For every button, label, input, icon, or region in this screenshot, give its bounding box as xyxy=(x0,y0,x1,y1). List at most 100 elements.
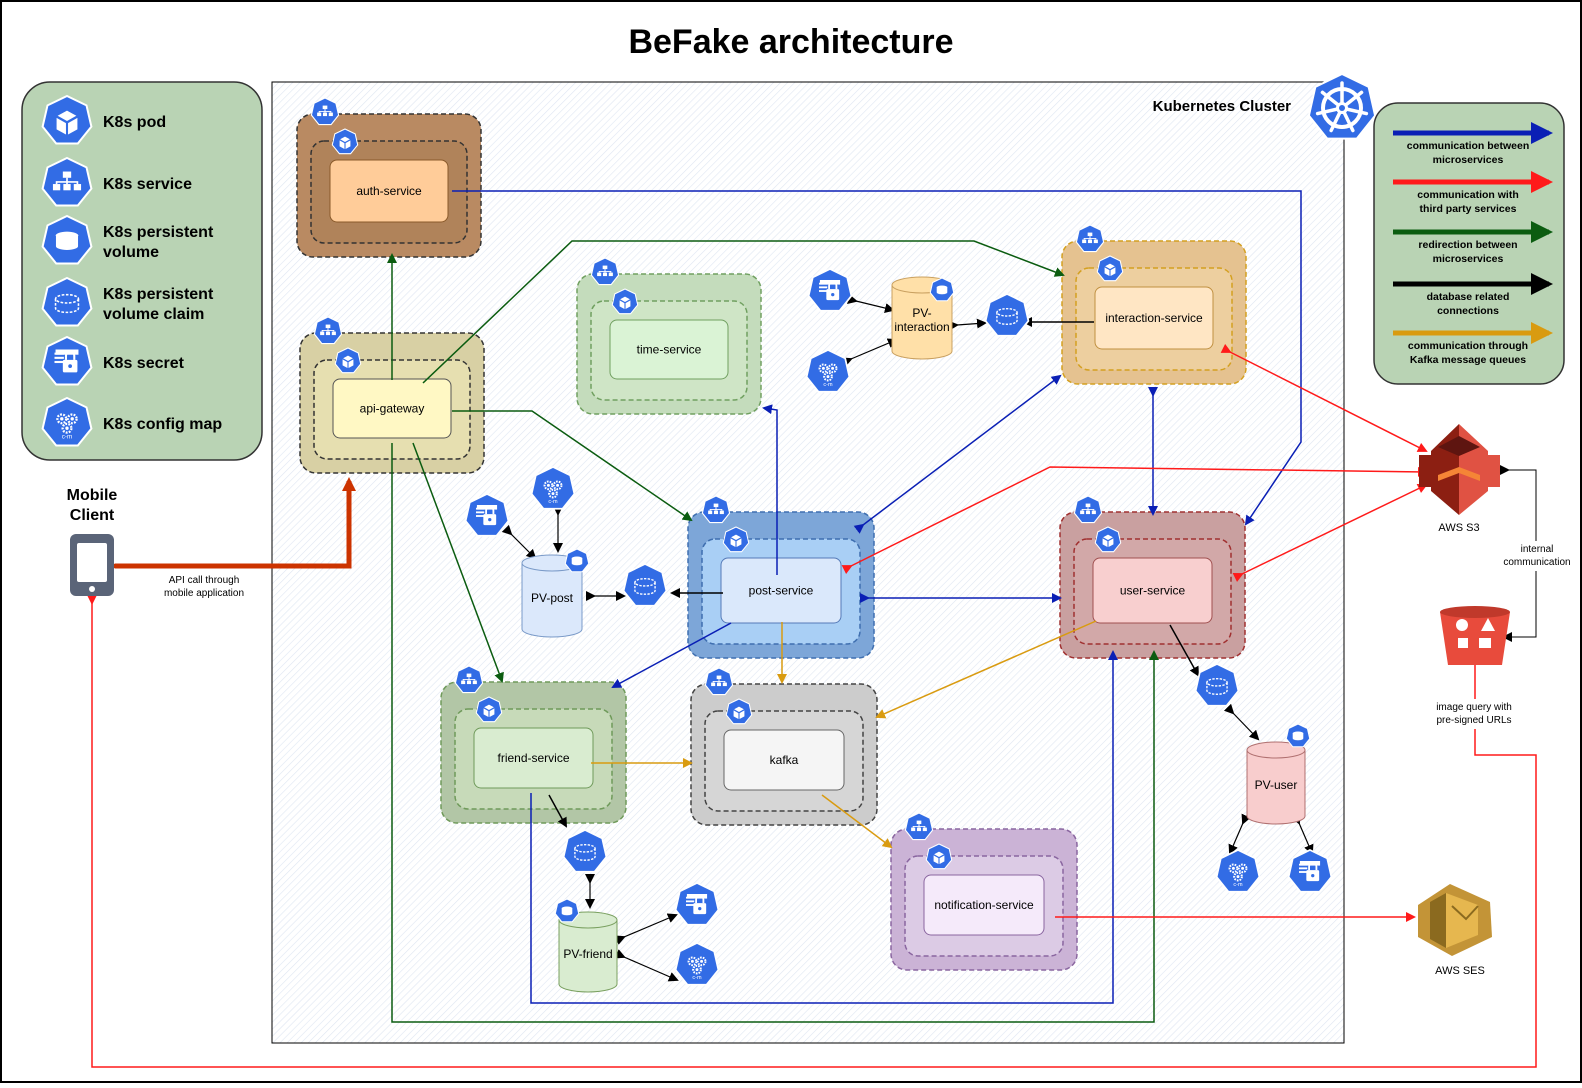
legend-connection-label: communication between xyxy=(1407,140,1530,152)
time-service-label: time-service xyxy=(637,343,702,357)
api-call-label: API call through xyxy=(169,575,240,586)
k8s-pv-icon xyxy=(554,898,580,923)
k8s-pv-icon xyxy=(929,277,955,302)
pv-friend-volume: PV-friend xyxy=(558,911,618,993)
interaction-s3-connector xyxy=(1220,343,1428,452)
legend-connections: communication between microservices commun… xyxy=(1393,122,1553,366)
image-query-label-bg xyxy=(1419,699,1529,729)
pv-friend-label: PV-friend xyxy=(563,947,612,961)
legend-resource-label: K8s service xyxy=(103,176,192,193)
internal-communication-label: communication xyxy=(1503,557,1570,568)
pv-friend-secret-link xyxy=(614,913,678,945)
connectors xyxy=(87,190,1537,1068)
friend-service-label: friend-service xyxy=(497,751,569,765)
pv-interaction-secret-link xyxy=(847,294,895,313)
image-query-label: pre-signed URLs xyxy=(1436,715,1511,726)
config-map-caption: c-m xyxy=(692,975,702,981)
auth-service-label: auth-service xyxy=(356,184,422,198)
internal-label-bg xyxy=(1500,541,1574,571)
k8s-secret-icon xyxy=(807,268,853,312)
k8s-service-icon xyxy=(41,156,93,207)
api-to-interaction-connector xyxy=(422,240,1065,384)
post-s3-connector xyxy=(841,466,1428,575)
api-to-post-connector xyxy=(452,410,693,522)
k8s-pod-icon xyxy=(1096,255,1124,282)
kafka-service-label: kafka xyxy=(770,753,799,767)
k8s-cm-icon: c-m xyxy=(530,466,576,510)
auth-service-box xyxy=(329,159,449,223)
k8s-service-icon xyxy=(454,665,484,694)
pv-friend-configmap-link xyxy=(614,949,679,982)
k8s-pod-icon xyxy=(611,288,639,315)
notification-service-box xyxy=(923,874,1045,936)
k8s-pod-icon xyxy=(41,94,93,145)
friend-to-user-connector xyxy=(530,650,1118,1004)
k8s-service-icon xyxy=(310,97,340,126)
friend-service-box xyxy=(473,727,594,789)
post-service-label: post-service xyxy=(749,584,814,598)
legend-connection-label: microservices xyxy=(1433,253,1504,265)
aws-ses: AWS SES xyxy=(1418,884,1492,977)
legend-connection-label: third party services xyxy=(1420,203,1517,215)
k8s-pod-icon xyxy=(475,696,503,723)
image-query-label: image query with xyxy=(1436,702,1512,713)
kafka-service-box xyxy=(723,729,845,791)
internal-communication-label: internal xyxy=(1521,544,1554,555)
k8s-pod-icon xyxy=(331,128,359,155)
auth-service-container: auth-service xyxy=(296,97,482,258)
ses-mail-icon xyxy=(1418,884,1492,956)
s3-bucket-icon xyxy=(1419,424,1500,515)
k8s-pvc-icon xyxy=(984,293,1030,337)
notification-service-container: notification-service xyxy=(890,812,1078,971)
config-map-caption: c-m xyxy=(1233,882,1243,888)
api-call-label-bg xyxy=(150,572,260,602)
pv-interaction-pvc-link xyxy=(948,318,987,331)
user-service-container: user-service xyxy=(1059,495,1246,659)
k8s-service-icon xyxy=(704,667,734,696)
user-service-label: user-service xyxy=(1120,584,1186,598)
k8s-service-icon xyxy=(313,316,343,345)
legend-connection-label: communication through xyxy=(1408,340,1528,352)
pv-post-label: PV-post xyxy=(531,591,574,605)
k8s-pod-icon xyxy=(1094,526,1122,553)
legend-resource-label: K8s pod xyxy=(103,114,166,131)
user-s3-connector xyxy=(1232,483,1428,582)
time-service-box xyxy=(609,319,729,380)
diagram-title: BeFake architecture xyxy=(628,23,953,61)
k8s-persistent-volume-claim-icon xyxy=(41,276,93,327)
config-map-caption: c-m xyxy=(62,434,72,441)
pv-user-volume: PV-user xyxy=(1246,741,1306,825)
pv-interaction-label: interaction xyxy=(894,320,949,334)
api-to-user-connector xyxy=(391,443,1159,1023)
interaction-service-box xyxy=(1094,286,1214,350)
storage-bucket-icon xyxy=(1440,612,1510,665)
legend-connection-label: redirection between xyxy=(1418,239,1517,251)
pv-user-label: PV-user xyxy=(1255,778,1298,792)
k8s-cm-icon: c-m xyxy=(805,349,851,393)
config-map-caption: c-m xyxy=(548,499,558,505)
kafka-service-container: kafka xyxy=(690,667,878,826)
legend-connection-label: Kafka message queues xyxy=(1410,354,1526,366)
friend-to-pvc-connector xyxy=(548,794,567,828)
legend-connection-label: communication with xyxy=(1417,189,1519,201)
legend-resource-label: K8s persistent xyxy=(103,224,214,241)
k8s-pod-icon xyxy=(334,347,362,374)
pv-user-secret-link xyxy=(1291,813,1314,855)
k8s-pvc-icon xyxy=(562,829,608,873)
kubernetes-helm-icon xyxy=(1307,72,1377,140)
pv-user-configmap-link xyxy=(1228,813,1251,855)
k8s-secret-icon xyxy=(1287,849,1333,893)
k8s-config-map-icon: c-m xyxy=(41,396,93,447)
k8s-secret-icon xyxy=(674,882,720,926)
k8s-pvc-icon xyxy=(1194,663,1240,707)
api-call-label: mobile application xyxy=(164,588,244,599)
pv-user-pvc-link xyxy=(1223,703,1260,741)
interaction-service-label: interaction-service xyxy=(1105,311,1203,325)
legend-connections-panel xyxy=(1373,102,1565,385)
ses-label: AWS SES xyxy=(1435,965,1485,977)
mobile-to-api-connector xyxy=(105,477,356,573)
k8s-service-icon xyxy=(1075,224,1105,253)
